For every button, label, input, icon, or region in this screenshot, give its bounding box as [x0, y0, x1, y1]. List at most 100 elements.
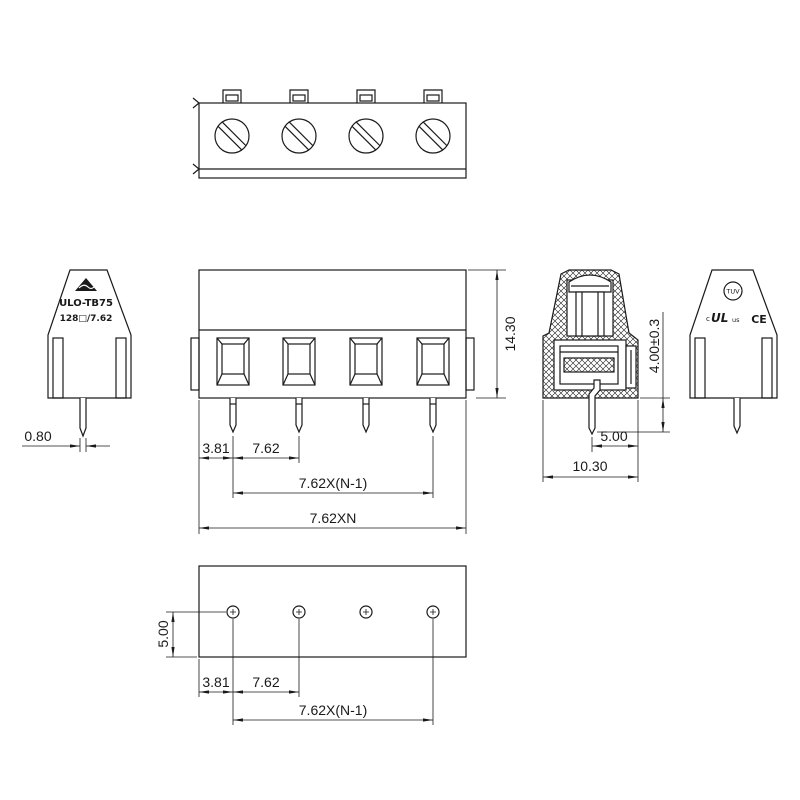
bottom-view-body	[198, 565, 467, 658]
wire-tab	[222, 89, 242, 103]
top-view-marker	[192, 163, 200, 175]
ul-mark: c UL us	[706, 311, 740, 325]
brand-logo-mark	[75, 278, 97, 291]
left-view-slot	[52, 337, 64, 399]
pcb-hole	[426, 605, 440, 619]
hole-center-mark	[363, 609, 369, 615]
dimension-text: 7.62XN	[310, 510, 357, 526]
pin-body	[362, 398, 370, 434]
tab-window	[359, 94, 373, 102]
screw-slot	[217, 121, 247, 151]
opening-bevel	[416, 337, 450, 386]
tab-outline	[423, 89, 443, 103]
dimension-text: 14.30	[502, 316, 518, 351]
front-pin	[229, 398, 237, 434]
screw-slot-edge	[288, 121, 314, 147]
right-view-body	[689, 269, 778, 399]
screw-head	[281, 118, 317, 154]
wire-tab	[289, 89, 309, 103]
dimension-text: 10.30	[572, 458, 607, 474]
dimension-text: 7.62	[252, 440, 279, 456]
tab-window	[292, 94, 306, 102]
wire-entry-opening	[216, 337, 250, 386]
tab-outline	[356, 89, 376, 103]
ul-mark-c: c	[706, 315, 710, 323]
wire-entry-opening	[282, 337, 316, 386]
opening-inner	[421, 343, 445, 375]
pcb-hole	[359, 605, 373, 619]
section-dimensions: 4.00±0.3 5.00 10.30	[542, 312, 670, 482]
front-view	[190, 269, 475, 434]
front-pin	[429, 398, 437, 434]
screw-circle	[281, 118, 317, 154]
opening-inner	[287, 343, 311, 375]
brand-logo	[75, 278, 97, 291]
screw-shaft	[575, 291, 605, 337]
opening-inner	[354, 343, 378, 375]
hole-center-mark	[230, 609, 236, 615]
right-side-rib	[465, 337, 475, 391]
dimension-pin-width: 0.80	[22, 428, 110, 452]
dimension-text: 5.00	[600, 428, 627, 444]
ul-mark-us: us	[732, 316, 740, 324]
section-view	[542, 269, 639, 436]
right-side-view: TUV c UL us CE	[689, 269, 778, 435]
screw-slot	[284, 121, 314, 151]
pin-body	[429, 398, 437, 434]
tab-window	[225, 94, 239, 102]
pcb-hole	[226, 605, 240, 619]
left-view-slot	[115, 337, 127, 399]
hole-center-mark	[430, 609, 436, 615]
screw-slot-edge	[284, 125, 310, 151]
right-view-slot	[761, 337, 773, 399]
tab-outline	[289, 89, 309, 103]
left-side-view: ULO-TB75 128□/7.62	[47, 269, 132, 438]
model-label: ULO-TB75	[59, 298, 113, 309]
left-view-body	[47, 269, 132, 399]
dimension-text: 0.80	[24, 428, 51, 444]
opening-bevel	[282, 337, 316, 386]
hole-circle	[226, 605, 240, 619]
screw-slot-edge	[351, 125, 377, 151]
opening-outer	[216, 337, 250, 386]
opening-outer	[282, 337, 316, 386]
tuv-mark: TUV	[723, 281, 743, 301]
tab-outline	[222, 89, 242, 103]
front-pin	[295, 398, 303, 434]
dimension-text: 7.62	[252, 674, 279, 690]
brand-logo-wave	[78, 284, 95, 290]
screw-head	[415, 118, 451, 154]
hole-circle	[359, 605, 373, 619]
wire-entry-opening	[349, 337, 383, 386]
screw-slot	[351, 121, 381, 151]
ce-mark: CE	[751, 313, 767, 326]
left-view-pin	[79, 398, 87, 438]
wire-tab	[423, 89, 443, 103]
opening-inner	[221, 343, 245, 375]
hole-circle	[292, 605, 306, 619]
top-view-marker	[192, 97, 200, 109]
screw-slot-edge	[422, 121, 448, 147]
dimension-text: 5.00	[155, 620, 171, 647]
hole-circle	[426, 605, 440, 619]
opening-bevel	[216, 337, 250, 386]
code-label: 128□/7.62	[60, 314, 113, 324]
bottom-dimensions: 5.00 3.81 7.62 7.62X(N-1)	[155, 611, 434, 725]
pcb-hole	[292, 605, 306, 619]
front-dimensions: 3.81 7.62 7.62X(N-1) 7.62XN 14.30	[198, 269, 518, 534]
front-view-body	[198, 269, 467, 399]
opening-outer	[416, 337, 450, 386]
dimension-text: 3.81	[202, 440, 229, 456]
wire-entry-opening	[416, 337, 450, 386]
ul-mark-text: UL	[711, 311, 728, 325]
screw-cap	[568, 274, 612, 293]
screw-slot-edge	[217, 125, 243, 151]
screw-slot-edge	[355, 121, 381, 147]
tuv-mark-text: TUV	[725, 288, 740, 296]
top-view-body	[198, 102, 467, 179]
tuv-mark-circle	[723, 281, 743, 301]
dimension-text: 7.62X(N-1)	[299, 702, 367, 718]
bottom-view	[198, 565, 467, 658]
screw-circle	[214, 118, 250, 154]
screw-head	[348, 118, 384, 154]
